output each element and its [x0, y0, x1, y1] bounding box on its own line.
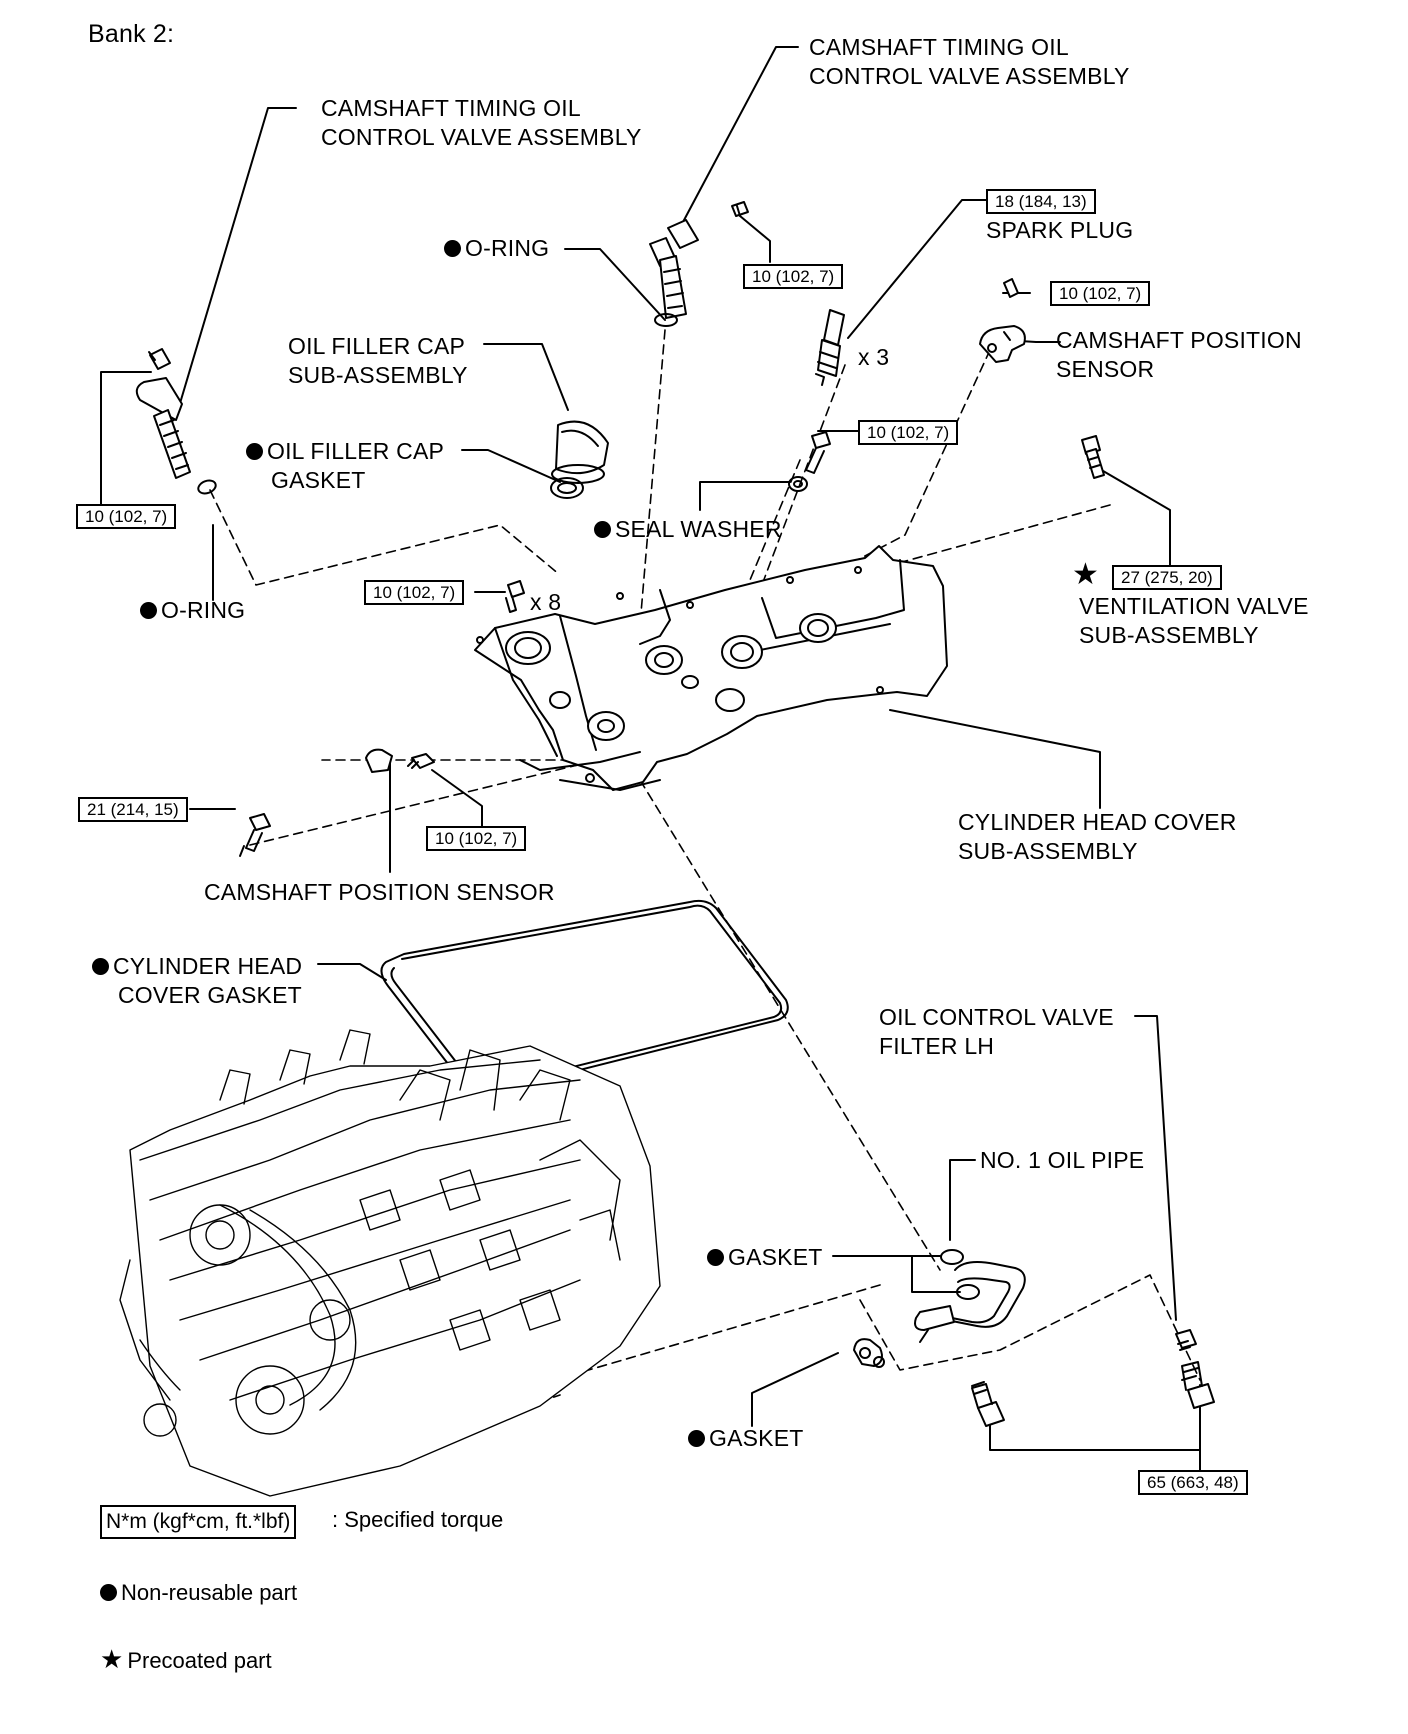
torque-seal-washer-bolt: 10 (102, 7): [858, 420, 959, 445]
label-text: CYLINDER HEAD: [113, 953, 303, 979]
non-reusable-icon: [594, 521, 611, 538]
label-cam-position-sensor-bottom: CAMSHAFT POSITION SENSOR: [204, 879, 555, 905]
label-seal-washer: SEAL WASHER: [594, 515, 782, 544]
label-o-ring-left: O-RING: [140, 596, 245, 625]
torque-ventilation-valve: 27 (275, 20): [1112, 565, 1222, 590]
label-line: OIL FILLER CAP: [288, 333, 466, 359]
ventilation-valve-part: [1081, 435, 1105, 479]
label-text: OIL FILLER CAP: [267, 438, 445, 464]
union-bolt-parts: [971, 1329, 1215, 1427]
oil-pipe-parts: [914, 1249, 1026, 1343]
label-line: CONTROL VALVE ASSEMBLY: [809, 63, 1130, 89]
label-line: OIL CONTROL VALVE: [879, 1004, 1114, 1030]
legend-text: Precoated part: [127, 1648, 272, 1673]
non-reusable-icon: [688, 1430, 705, 1447]
torque-spark-plug: 18 (184, 13): [986, 189, 1096, 214]
non-reusable-icon: [92, 958, 109, 975]
bank-heading: Bank 2:: [88, 20, 175, 48]
left-oil-control-valve: [135, 348, 217, 495]
non-reusable-icon: [140, 602, 157, 619]
legend-text: Non-reusable part: [121, 1580, 298, 1605]
label-oil-filler-cap-gasket: OIL FILLER CAP GASKET: [246, 437, 444, 495]
label-oil-filler-cap: OIL FILLER CAP SUB-ASSEMBLY: [288, 332, 468, 390]
label-line: SUB-ASSEMBLY: [1079, 622, 1259, 648]
label-line: CONTROL VALVE ASSEMBLY: [321, 124, 642, 150]
label-text: GASKET: [709, 1425, 804, 1451]
non-reusable-icon: [444, 240, 461, 257]
legend-non-reusable: Non-reusable part: [100, 1578, 297, 1608]
label-ventilation-valve: VENTILATION VALVE SUB-ASSEMBLY: [1079, 592, 1309, 650]
torque-valve-right-bolt: 10 (102, 7): [743, 264, 844, 289]
label-line: SUB-ASSEMBLY: [958, 838, 1138, 864]
label-text: SEAL WASHER: [615, 516, 782, 542]
spark-plug-part: [815, 309, 845, 386]
torque-cover-bolts: 10 (102, 7): [364, 580, 465, 605]
left-bolt-part: [239, 813, 271, 857]
star-icon: ★: [100, 1644, 124, 1674]
label-line: GASKET: [271, 467, 366, 493]
torque-cam-sensor-bottom-bolt: 10 (102, 7): [426, 826, 527, 851]
label-spark-plug: SPARK PLUG: [986, 217, 1134, 243]
legend-torque-text: : Specified torque: [332, 1507, 504, 1532]
leader-lines: [100, 46, 1201, 1471]
label-bolt-qty: x 8: [530, 589, 562, 615]
label-line: CYLINDER HEAD COVER: [958, 809, 1237, 835]
label-text: GASKET: [728, 1244, 823, 1270]
lower-gasket-part: [853, 1338, 885, 1368]
cover-gasket-part: [380, 899, 789, 1094]
label-line: CAMSHAFT TIMING OIL: [809, 34, 1069, 60]
cover-bolt-part: [505, 580, 525, 613]
torque-valve-left-bolt: 10 (102, 7): [76, 504, 177, 529]
precoated-star-icon: ★: [1072, 558, 1100, 591]
cylinder-head-cover-part: [474, 545, 948, 791]
torque-union-bolts: 65 (663, 48): [1138, 1470, 1248, 1495]
torque-left-bolt: 21 (214, 15): [78, 797, 188, 822]
label-cam-position-sensor-right: CAMSHAFT POSITION SENSOR: [1056, 326, 1302, 384]
label-text: O-RING: [465, 235, 550, 261]
label-cam-timing-valve-left: CAMSHAFT TIMING OIL CONTROL VALVE ASSEMB…: [321, 94, 642, 152]
label-line: SUB-ASSEMBLY: [288, 362, 468, 388]
label-cylinder-head-cover: CYLINDER HEAD COVER SUB-ASSEMBLY: [958, 808, 1237, 866]
oil-filler-cap-parts: [550, 420, 609, 499]
legend-torque-box: N*m (kgf*cm, ft.*lbf): [100, 1505, 297, 1539]
label-line: COVER GASKET: [118, 982, 302, 1008]
right-cam-sensor-part: [979, 278, 1026, 363]
label-spark-plug-qty: x 3: [858, 344, 890, 370]
label-cam-timing-valve-right: CAMSHAFT TIMING OIL CONTROL VALVE ASSEMB…: [809, 33, 1130, 91]
label-o-ring-top: O-RING: [444, 234, 549, 263]
right-oil-control-valve: [649, 201, 749, 327]
label-cylinder-head-cover-gasket: CYLINDER HEAD COVER GASKET: [92, 952, 302, 1010]
label-oil-control-valve-filter: OIL CONTROL VALVE FILTER LH: [879, 1003, 1114, 1061]
label-gasket-lower: GASKET: [688, 1424, 804, 1453]
label-no1-oil-pipe: NO. 1 OIL PIPE: [980, 1147, 1145, 1173]
label-line: VENTILATION VALVE: [1079, 593, 1309, 619]
engine-block-part: [119, 1029, 661, 1497]
bottom-cam-sensor-part: [365, 748, 435, 773]
label-line: SENSOR: [1056, 356, 1155, 382]
non-reusable-icon: [100, 1584, 117, 1601]
label-line: CAMSHAFT POSITION: [1056, 327, 1302, 353]
torque-cam-sensor-right-bolt: 10 (102, 7): [1050, 281, 1151, 306]
label-line: FILTER LH: [879, 1033, 995, 1059]
label-text: O-RING: [161, 597, 246, 623]
label-line: CAMSHAFT TIMING OIL: [321, 95, 581, 121]
label-gasket-upper: GASKET: [707, 1243, 823, 1272]
non-reusable-icon: [707, 1249, 724, 1266]
seal-washer-part: [788, 431, 831, 492]
legend-precoated: ★Precoated part: [100, 1646, 272, 1676]
non-reusable-icon: [246, 443, 263, 460]
